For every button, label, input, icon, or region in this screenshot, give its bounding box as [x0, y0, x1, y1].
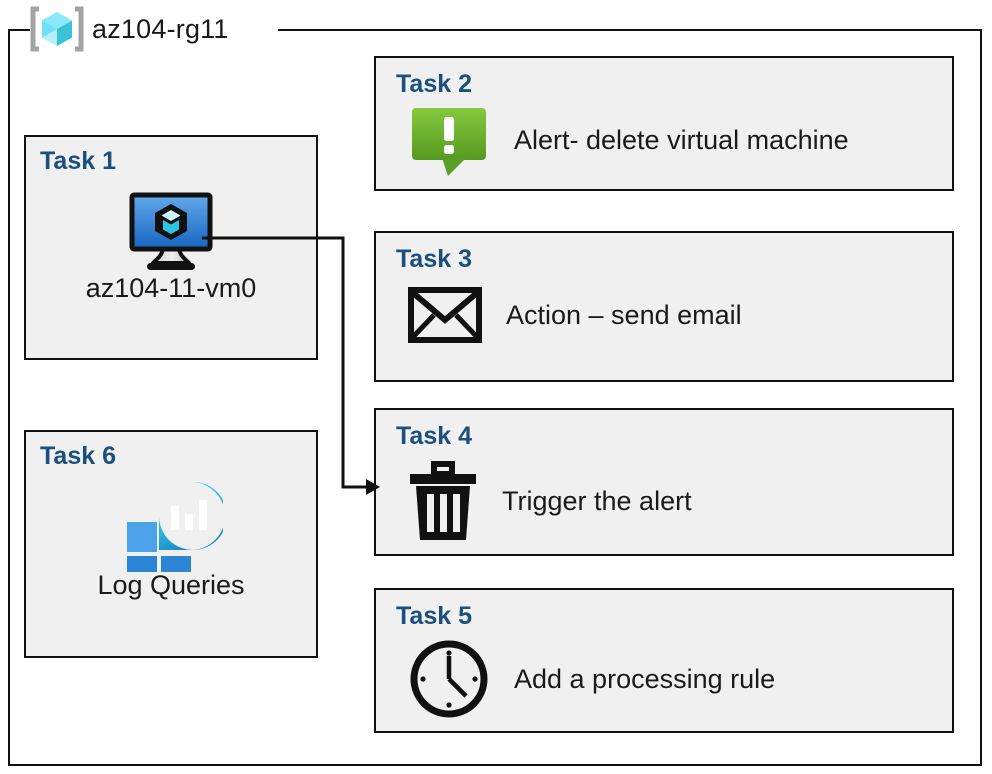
task-6-caption-slot: Log Queries: [26, 572, 316, 599]
task-1-box[interactable]: Task 1: [24, 135, 318, 360]
task-3-box[interactable]: Task 3 Action – send email: [374, 231, 954, 382]
task-6-caption: Log Queries: [97, 570, 245, 600]
task-1-label: Task 1: [40, 147, 116, 175]
task-1-icon-slot: [26, 189, 316, 273]
task-3-label: Task 3: [396, 245, 472, 273]
alert-speech-bubble-icon: [408, 104, 490, 176]
clock-icon: [408, 638, 490, 720]
task-6-box[interactable]: Task 6: [24, 430, 318, 658]
task-1-caption: az104-11-vm0: [85, 273, 257, 303]
task-2-caption: Alert- delete virtual machine: [514, 124, 849, 155]
task-3-caption: Action – send email: [506, 299, 742, 330]
task-5-box[interactable]: Task 5 Add a processing rule: [374, 588, 954, 733]
task-2-label: Task 2: [396, 70, 472, 98]
task-4-label: Task 4: [396, 422, 472, 450]
task-5-label: Task 5: [396, 602, 472, 630]
task-2-box[interactable]: Task 2 Alert- delete virtual machin: [374, 56, 954, 191]
azure-resource-group-cube-icon: [30, 5, 84, 53]
trash-can-icon: [408, 460, 478, 542]
task-4-box[interactable]: Task 4 Trigger the alert: [374, 408, 954, 556]
task-5-row: Add a processing rule: [408, 638, 942, 720]
task-1-caption-slot: az104-11-vm0: [26, 275, 316, 302]
task-3-row: Action – send email: [408, 287, 942, 343]
task-2-row: Alert- delete virtual machine: [408, 104, 942, 176]
envelope-icon: [408, 287, 482, 343]
resource-group-header: az104-rg11: [30, 6, 229, 52]
resource-group-label-gap: [30, 22, 278, 38]
virtual-machine-icon: [125, 189, 217, 273]
resource-group-title: az104-rg11: [92, 13, 229, 44]
task-6-label: Task 6: [40, 442, 116, 470]
task-4-caption: Trigger the alert: [502, 485, 692, 516]
resource-group-border: [8, 29, 982, 766]
task-6-icon-slot: [26, 480, 316, 572]
task-5-caption: Add a processing rule: [514, 663, 776, 694]
task-4-row: Trigger the alert: [408, 460, 942, 542]
log-analytics-icon: [119, 480, 223, 572]
